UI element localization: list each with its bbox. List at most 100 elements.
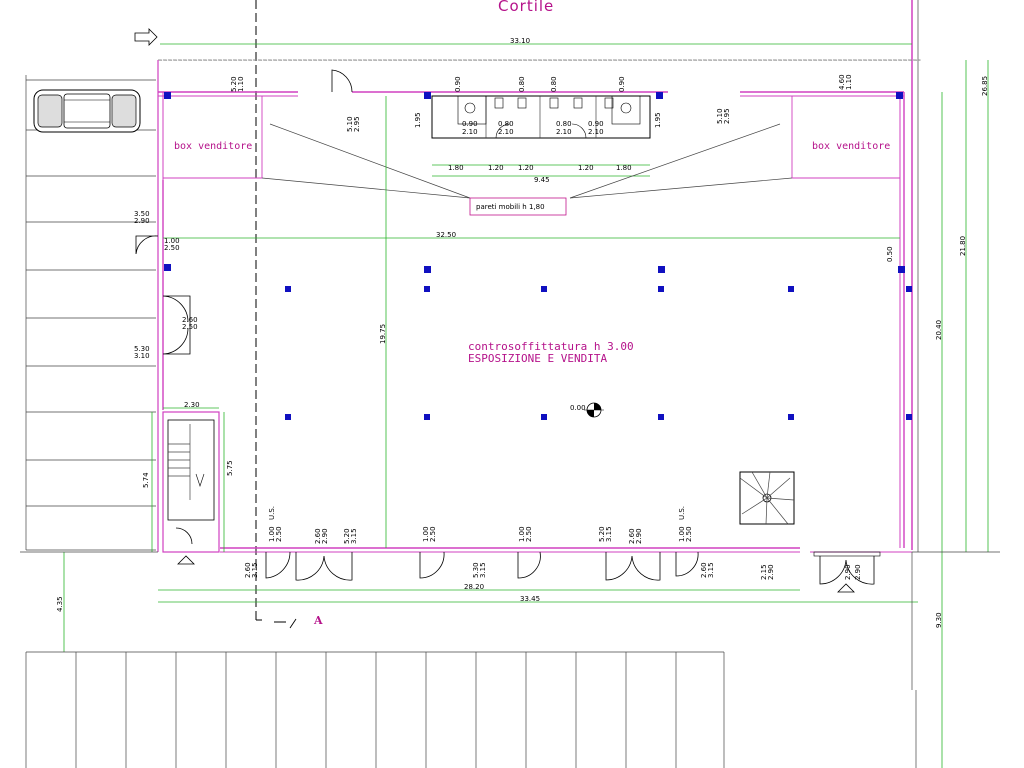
- svg-text:0.90: 0.90: [618, 76, 626, 92]
- svg-text:U.S.: U.S.: [268, 506, 276, 520]
- svg-text:2.90: 2.90: [635, 528, 643, 544]
- entrance-arrow-stair: [177, 555, 195, 565]
- svg-text:2.50: 2.50: [182, 323, 198, 331]
- svg-text:2.60: 2.60: [628, 528, 636, 544]
- section-label: A: [313, 614, 323, 627]
- svg-text:2.15: 2.15: [760, 564, 768, 580]
- svg-text:2.90: 2.90: [321, 528, 329, 544]
- svg-text:3.15: 3.15: [707, 562, 715, 578]
- svg-text:2.10: 2.10: [588, 128, 604, 136]
- svg-text:1.00: 1.00: [678, 526, 686, 542]
- svg-text:4.60: 4.60: [838, 74, 846, 90]
- svg-text:20.40: 20.40: [935, 320, 943, 340]
- svg-text:2.10: 2.10: [498, 128, 514, 136]
- svg-text:0.00: 0.00: [570, 404, 586, 412]
- svg-text:5.30: 5.30: [134, 345, 150, 353]
- door-left-2: [162, 295, 191, 355]
- svg-text:0.80: 0.80: [518, 76, 526, 92]
- svg-text:5.75: 5.75: [226, 460, 234, 476]
- svg-text:3.15: 3.15: [350, 528, 358, 544]
- svg-text:1.20: 1.20: [488, 164, 504, 172]
- dim-top-total: 33.10: [510, 37, 530, 45]
- svg-text:1.10: 1.10: [237, 76, 245, 92]
- section-arrow: [256, 618, 297, 629]
- svg-text:5.20: 5.20: [598, 526, 606, 542]
- svg-text:3.50: 3.50: [134, 210, 150, 218]
- staircase: [162, 411, 220, 553]
- svg-text:2.90: 2.90: [844, 564, 852, 580]
- svg-text:5.74: 5.74: [142, 472, 150, 488]
- svg-text:2.10: 2.10: [462, 128, 478, 136]
- svg-text:1.95: 1.95: [414, 112, 422, 128]
- box-label-right: box venditore: [812, 141, 890, 152]
- svg-text:2.90: 2.90: [134, 217, 150, 225]
- svg-text:1.80: 1.80: [448, 164, 464, 172]
- box-label-left: box venditore: [174, 141, 252, 152]
- columns: [164, 92, 912, 420]
- toilet-block: [431, 95, 651, 139]
- parking-bottom: [25, 552, 917, 768]
- svg-text:2.50: 2.50: [275, 526, 283, 542]
- dim-bottom-a: 28.20: [464, 583, 484, 591]
- entrance-arrow-bottom: [837, 583, 855, 593]
- room-label: ESPOSIZIONE E VENDITA: [468, 352, 607, 365]
- svg-text:2.90: 2.90: [767, 564, 775, 580]
- svg-text:5.10: 5.10: [346, 116, 354, 132]
- bottom-doors: [265, 551, 881, 585]
- svg-text:5.20: 5.20: [343, 528, 351, 544]
- svg-text:3.15: 3.15: [251, 562, 259, 578]
- ceiling-label: controsoffittatura h 3.00: [468, 340, 634, 353]
- svg-text:2.60: 2.60: [182, 316, 198, 324]
- svg-text:5.10: 5.10: [716, 108, 724, 124]
- courtyard-label: Cortile: [498, 0, 554, 15]
- svg-text:3.15: 3.15: [479, 562, 487, 578]
- svg-text:5.30: 5.30: [472, 562, 480, 578]
- building-walls: [157, 60, 912, 553]
- svg-text:1.10: 1.10: [845, 74, 853, 90]
- level-marker: 0.00: [570, 402, 604, 418]
- svg-text:1.00: 1.00: [268, 526, 276, 542]
- dim-bottom-b: 33.45: [520, 595, 540, 603]
- svg-text:3.15: 3.15: [605, 526, 613, 542]
- entrance-arrow-top: [134, 28, 158, 46]
- svg-text:21.80: 21.80: [959, 236, 967, 256]
- svg-text:2.60: 2.60: [244, 562, 252, 578]
- svg-text:2.50: 2.50: [429, 526, 437, 542]
- svg-text:0.90: 0.90: [454, 76, 462, 92]
- svg-text:2.95: 2.95: [353, 116, 361, 132]
- svg-text:1.95: 1.95: [654, 112, 662, 128]
- svg-text:0.80: 0.80: [550, 76, 558, 92]
- svg-text:2.50: 2.50: [525, 526, 533, 542]
- svg-text:2.30: 2.30: [184, 401, 200, 409]
- svg-text:1.20: 1.20: [518, 164, 534, 172]
- car-icon: [33, 89, 141, 133]
- spiral-staircase: [739, 471, 795, 525]
- svg-text:4.35: 4.35: [56, 596, 64, 612]
- svg-text:1.00: 1.00: [164, 237, 180, 245]
- svg-text:0.90: 0.90: [462, 120, 478, 128]
- svg-text:2.90: 2.90: [854, 564, 862, 580]
- svg-text:9.45: 9.45: [534, 176, 550, 184]
- svg-text:3.10: 3.10: [134, 352, 150, 360]
- door-left-1: [135, 235, 159, 255]
- svg-text:1.80: 1.80: [616, 164, 632, 172]
- svg-text:1.00: 1.00: [422, 526, 430, 542]
- svg-text:5.20: 5.20: [230, 76, 238, 92]
- svg-text:19.75: 19.75: [379, 324, 387, 344]
- svg-text:2.60: 2.60: [700, 562, 708, 578]
- dim-inner-width: 32.50: [436, 231, 456, 239]
- partition-label: pareti mobili h 1,80: [476, 203, 545, 211]
- svg-text:U.S.: U.S.: [678, 506, 686, 520]
- svg-text:9.30: 9.30: [935, 612, 943, 628]
- svg-text:1.00: 1.00: [518, 526, 526, 542]
- svg-text:2.50: 2.50: [685, 526, 693, 542]
- svg-text:2.10: 2.10: [556, 128, 572, 136]
- svg-text:2.95: 2.95: [723, 108, 731, 124]
- svg-text:1.20: 1.20: [578, 164, 594, 172]
- svg-text:2.50: 2.50: [164, 244, 180, 252]
- svg-text:0.80: 0.80: [498, 120, 514, 128]
- svg-text:0.90: 0.90: [588, 120, 604, 128]
- svg-text:26.85: 26.85: [981, 76, 989, 96]
- parking-left: [25, 75, 156, 551]
